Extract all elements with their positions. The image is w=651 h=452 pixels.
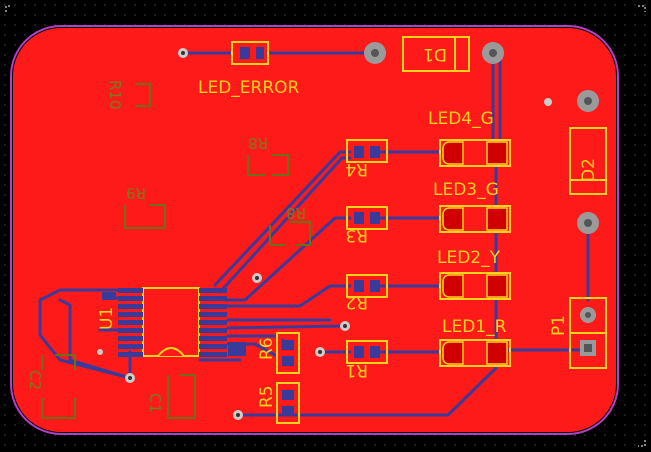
u1-footprint[interactable] (102, 287, 246, 357)
led1-footprint[interactable] (439, 339, 511, 367)
r1-footprint[interactable] (346, 340, 388, 364)
label-u1: U1 (97, 307, 117, 330)
corner-marker-tr (638, 5, 646, 12)
d1-footprint[interactable] (402, 36, 470, 72)
label-r10: R10 (106, 80, 124, 110)
label-led2: LED2_Y (437, 248, 501, 268)
label-c2: C2 (26, 370, 44, 390)
footprints-bottom[interactable] (41, 83, 311, 419)
corner-marker-tl (5, 5, 12, 12)
led4-footprint[interactable] (439, 139, 511, 167)
d2-footprint[interactable] (569, 127, 607, 195)
label-led-error: LED_ERROR (198, 78, 300, 98)
label-r8-upper: R8 (248, 134, 268, 152)
r6-footprint[interactable] (276, 332, 300, 374)
board-outline[interactable] (10, 25, 619, 435)
label-r2: R2 (345, 292, 368, 312)
r3-footprint[interactable] (346, 206, 388, 230)
led2-footprint[interactable] (439, 272, 511, 300)
label-r6: R6 (257, 337, 277, 360)
label-r3: R3 (345, 225, 368, 245)
r4-footprint[interactable] (346, 139, 388, 163)
label-r1: R1 (345, 360, 368, 380)
pads[interactable] (442, 141, 508, 365)
traces[interactable] (38, 51, 590, 417)
vias[interactable] (97, 42, 599, 420)
led-error-footprint[interactable] (231, 41, 269, 65)
label-r4: R4 (345, 159, 368, 179)
label-led1: LED1_R (442, 317, 507, 337)
led3-footprint[interactable] (439, 205, 511, 233)
label-p1: P1 (549, 315, 569, 336)
label-d1: D1 (423, 44, 447, 64)
label-r9: R9 (126, 184, 146, 202)
via-small[interactable] (97, 349, 103, 355)
r5-footprint[interactable] (276, 382, 300, 424)
r2-footprint[interactable] (346, 274, 388, 298)
corner-marker-br (638, 440, 646, 447)
label-r8-middle: R8 (286, 204, 306, 222)
footprints-top[interactable] (231, 36, 607, 424)
label-r5: R5 (257, 385, 277, 408)
label-led3: LED3_G (433, 180, 499, 200)
via-small[interactable] (544, 98, 552, 106)
label-led4: LED4_G (428, 109, 494, 129)
resistor-pads[interactable] (240, 47, 596, 416)
label-c1: C1 (146, 393, 164, 413)
label-d2: D2 (579, 158, 599, 182)
